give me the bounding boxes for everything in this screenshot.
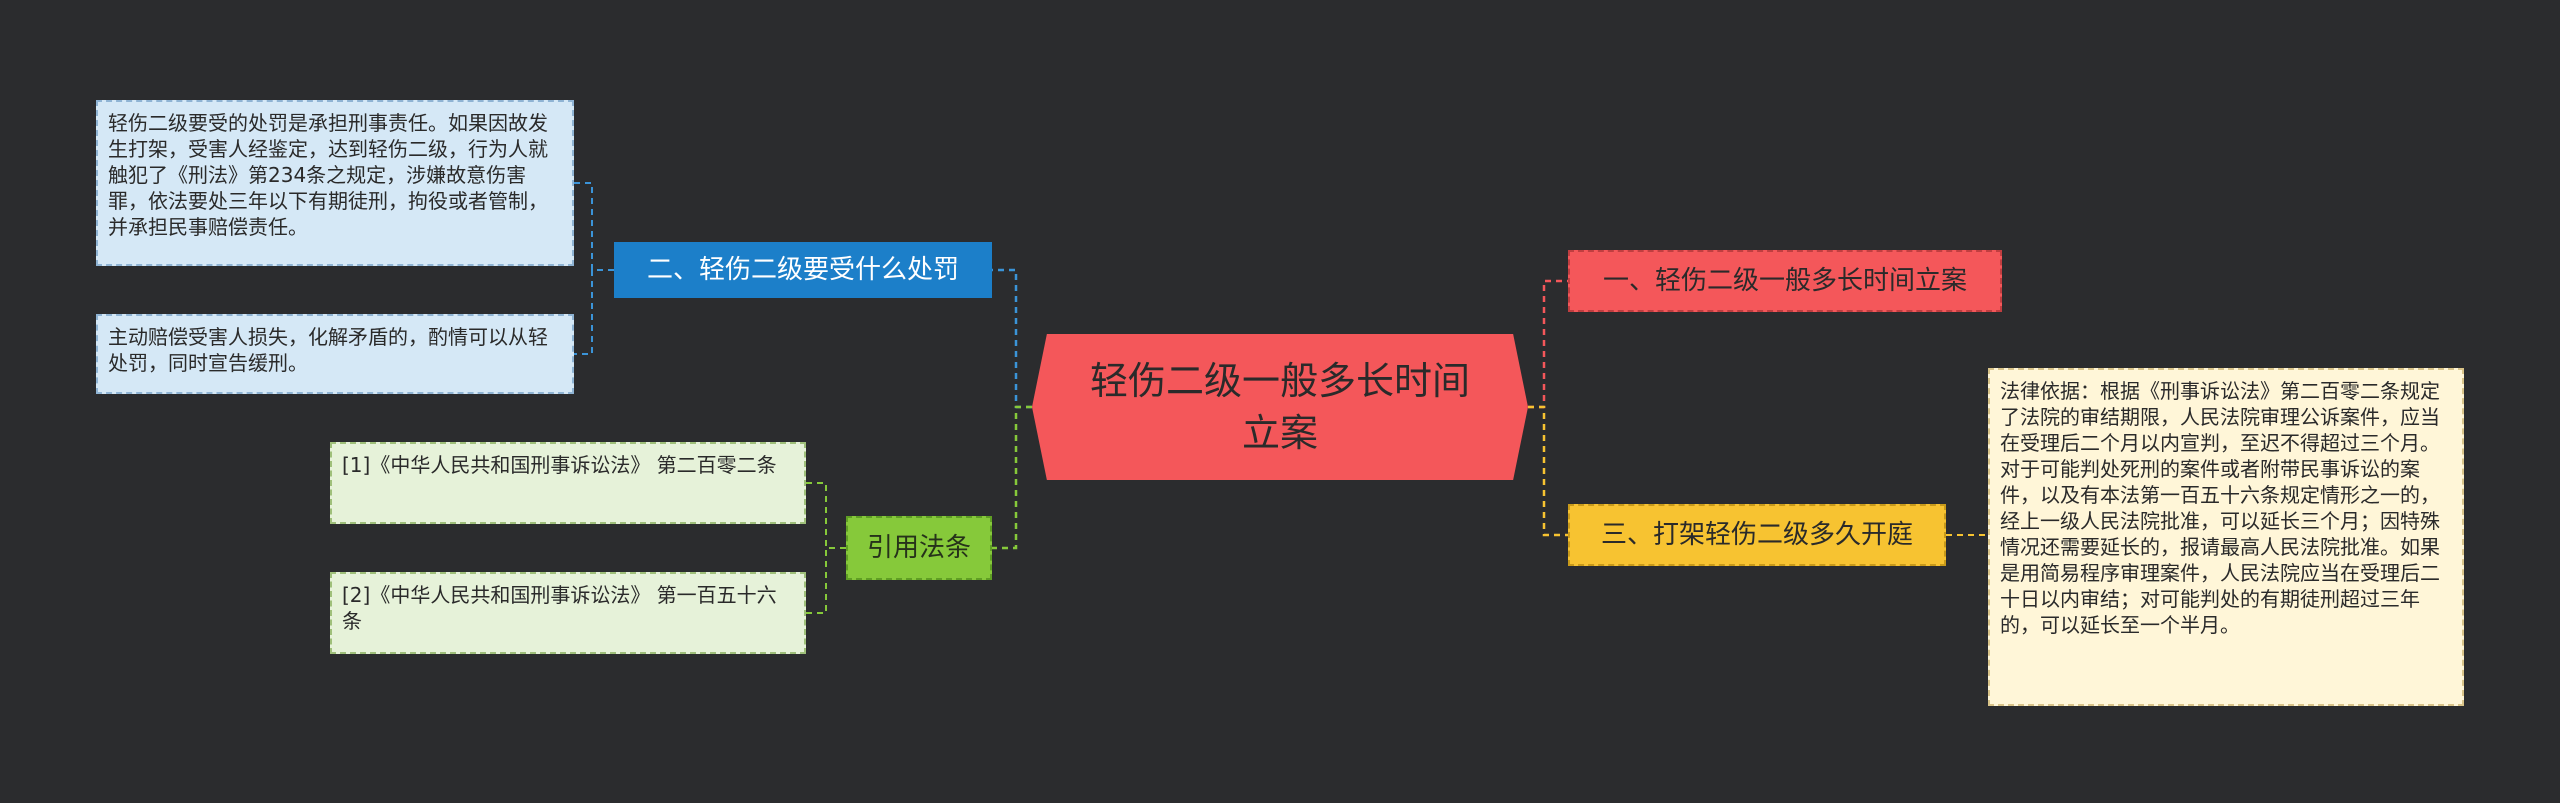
branch-laws[interactable]: 引用法条 bbox=[846, 516, 992, 580]
connector-penalty-leaf2 bbox=[574, 269, 614, 355]
branch-laws-label: 引用法条 bbox=[866, 533, 971, 563]
root-label: 轻伤二级一般多长时间立案 bbox=[1089, 359, 1470, 455]
leaf-text: 轻伤二级要受的处罚是承担刑事责任。如果因故发生打架，受害人经鉴定，达到轻伤二级，… bbox=[108, 111, 548, 239]
connector-laws-leaf1 bbox=[806, 482, 846, 549]
leaf-trial-legal-basis[interactable]: 法律依据：根据《刑事诉讼法》第二百零二条规定了法院的审结期限，人民法院审理公诉案… bbox=[1988, 368, 2464, 706]
leaf-law-156[interactable]: [2]《中华人民共和国刑事诉讼法》 第一百五十六条 bbox=[330, 572, 806, 654]
connector-root-filing bbox=[1528, 279, 1568, 409]
branch-trial-time[interactable]: 三、打架轻伤二级多久开庭 bbox=[1568, 504, 1946, 566]
leaf-penalty-responsibility[interactable]: 轻伤二级要受的处罚是承担刑事责任。如果因故发生打架，受害人经鉴定，达到轻伤二级，… bbox=[96, 100, 574, 266]
leaf-text: [1]《中华人民共和国刑事诉讼法》 第二百零二条 bbox=[342, 453, 777, 477]
leaf-text: 主动赔偿受害人损失，化解矛盾的，酌情可以从轻处罚，同时宣告缓刑。 bbox=[108, 325, 548, 375]
connector-root-trial bbox=[1528, 405, 1568, 537]
connector-laws-leaf2 bbox=[806, 547, 846, 614]
leaf-penalty-leniency[interactable]: 主动赔偿受害人损失，化解矛盾的，酌情可以从轻处罚，同时宣告缓刑。 bbox=[96, 314, 574, 394]
root-node[interactable]: 轻伤二级一般多长时间立案 bbox=[1032, 334, 1528, 480]
connector-penalty-leaf1 bbox=[574, 182, 614, 271]
leaf-law-202[interactable]: [1]《中华人民共和国刑事诉讼法》 第二百零二条 bbox=[330, 442, 806, 524]
leaf-text: [2]《中华人民共和国刑事诉讼法》 第一百五十六条 bbox=[342, 583, 777, 633]
leaf-text: 法律依据：根据《刑事诉讼法》第二百零二条规定了法院的审结期限，人民法院审理公诉案… bbox=[2000, 379, 2440, 637]
branch-trial-time-label: 三、打架轻伤二级多久开庭 bbox=[1600, 520, 1913, 550]
connector-root-laws bbox=[992, 405, 1032, 550]
branch-filing-time[interactable]: 一、轻伤二级一般多长时间立案 bbox=[1568, 250, 2002, 312]
branch-penalty[interactable]: 二、轻伤二级要受什么处罚 bbox=[614, 242, 992, 298]
branch-filing-time-label: 一、轻伤二级一般多长时间立案 bbox=[1602, 266, 1967, 296]
branch-penalty-label: 二、轻伤二级要受什么处罚 bbox=[646, 255, 959, 285]
connector-root-penalty bbox=[992, 268, 1032, 409]
